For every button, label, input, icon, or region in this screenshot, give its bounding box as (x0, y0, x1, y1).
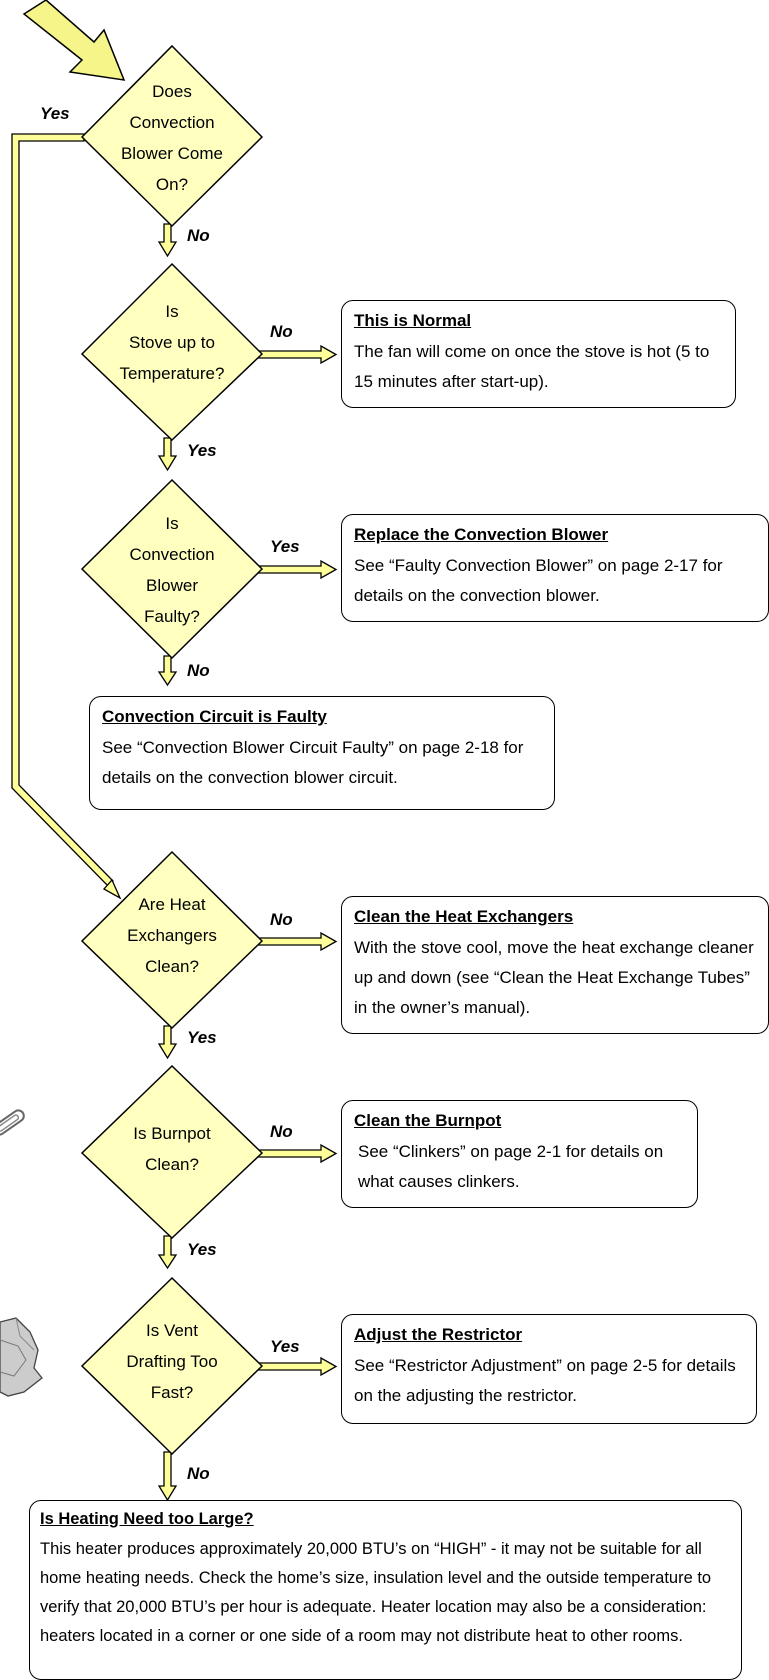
decision-q2-shape (80, 262, 264, 442)
decision-q1-line-3: Blower Come (120, 144, 224, 163)
decision-q3: Is Convection Blower Faulty? (102, 508, 242, 632)
result-box-circuit-faulty: Convection Circuit is Faulty See “Convec… (89, 696, 555, 810)
right-connector-q6 (255, 1356, 338, 1377)
result-box-replace-blower: Replace the Convection Blower See “Fault… (341, 514, 769, 622)
result-body-replace-blower: See “Faulty Convection Blower” on page 2… (354, 556, 723, 605)
decision-q3-line-2: Convection (129, 545, 215, 564)
label-q2-no: No (270, 322, 293, 341)
decision-q1-shape (80, 44, 264, 228)
decision-q6-shape (80, 1276, 264, 1456)
decision-q5-line-2: Clean? (145, 1155, 199, 1174)
label-q1-yes: Yes (40, 104, 70, 123)
result-title-adjust-restrictor: Adjust the Restrictor (354, 1325, 523, 1344)
decision-q1-line-1: Does (152, 82, 192, 101)
decision-q1: Does Convection Blower Come On? (102, 76, 242, 200)
label-q3-no: No (187, 661, 210, 680)
decision-q6-line-1: Is Vent (146, 1321, 198, 1340)
decision-q4: Are Heat Exchangers Clean? (102, 889, 242, 982)
crumpled-paper-icon (0, 1317, 43, 1397)
result-body-adjust-restrictor: See “Restrictor Adjustment” on page 2-5 … (354, 1356, 736, 1405)
decision-q5-shape (80, 1064, 264, 1240)
decision-q1-line-2: Convection (129, 113, 215, 132)
result-body-heating-need: This heater produces approximately 20,00… (40, 1540, 712, 1645)
decision-q5-line-1: Is Burnpot (133, 1124, 211, 1143)
down-connector-q5 (157, 1235, 178, 1270)
down-connector-q6 (157, 1451, 178, 1502)
result-box-clean-burnpot: Clean the Burnpot See “Clinkers” on page… (341, 1100, 698, 1208)
result-body-circuit-faulty: See “Convection Blower Circuit Faulty” o… (102, 738, 524, 787)
down-connector-q4 (157, 1025, 178, 1060)
label-q1-no: No (187, 226, 210, 245)
decision-q3-line-4: Faulty? (144, 607, 200, 626)
right-connector-q5 (255, 1143, 338, 1164)
label-q2-yes: Yes (187, 441, 217, 460)
label-q3-yes: Yes (270, 537, 300, 556)
result-box-clean-exchangers: Clean the Heat Exchangers With the stove… (341, 896, 769, 1034)
result-title-clean-burnpot: Clean the Burnpot (354, 1111, 502, 1130)
result-box-normal: This is Normal The fan will come on once… (341, 300, 736, 408)
result-body-clean-exchangers: With the stove cool, move the heat excha… (354, 938, 754, 1017)
result-body-normal: The fan will come on once the stove is h… (354, 342, 710, 391)
label-q6-no: No (187, 1464, 210, 1483)
decision-q5: Is Burnpot Clean? (102, 1118, 242, 1180)
down-connector-q3 (157, 655, 178, 687)
result-title-clean-exchangers: Clean the Heat Exchangers (354, 907, 574, 926)
right-connector-q3 (255, 559, 338, 580)
decision-q2: Is Stove up to Temperature? (102, 296, 242, 389)
result-body-clean-burnpot: See “Clinkers” on page 2-1 for details o… (358, 1142, 664, 1191)
decision-q6: Is Vent Drafting Too Fast? (102, 1315, 242, 1408)
label-q5-yes: Yes (187, 1240, 217, 1259)
result-title-normal: This is Normal (354, 311, 472, 330)
result-title-replace-blower: Replace the Convection Blower (354, 525, 609, 544)
label-q6-yes: Yes (270, 1337, 300, 1356)
down-connector-q2 (157, 437, 178, 472)
label-q5-no: No (270, 1122, 293, 1141)
right-connector-q2 (255, 344, 338, 365)
decision-q4-line-2: Exchangers (127, 926, 217, 945)
down-connector-q1 (157, 223, 178, 258)
yes-loop-arrowhead (102, 878, 122, 900)
decision-q6-line-2: Drafting Too (126, 1352, 218, 1371)
decision-q4-line-1: Are Heat (138, 895, 206, 914)
entry-arrow (22, 0, 126, 81)
decision-q3-line-3: Blower (146, 576, 198, 595)
result-title-circuit-faulty: Convection Circuit is Faulty (102, 707, 327, 726)
decision-q4-shape (80, 850, 264, 1030)
label-q4-yes: Yes (187, 1028, 217, 1047)
decision-q2-line-1: Is (165, 302, 179, 321)
right-connector-q4 (255, 931, 338, 952)
result-title-heating-need: Is Heating Need too Large? (40, 1510, 254, 1528)
decision-q4-line-3: Clean? (145, 957, 199, 976)
decision-q6-line-3: Fast? (150, 1383, 194, 1402)
result-box-heating-need: Is Heating Need too Large? This heater p… (29, 1500, 742, 1680)
label-q4-no: No (270, 910, 293, 929)
result-box-adjust-restrictor: Adjust the Restrictor See “Restrictor Ad… (341, 1314, 757, 1424)
decision-q2-line-3: Temperature? (119, 364, 225, 383)
decision-q3-line-1: Is (165, 514, 179, 533)
decision-q3-shape (80, 478, 264, 660)
paperclip-icon (0, 1109, 25, 1136)
decision-q1-line-4: On? (155, 175, 189, 194)
decision-q2-line-2: Stove up to (128, 333, 215, 352)
